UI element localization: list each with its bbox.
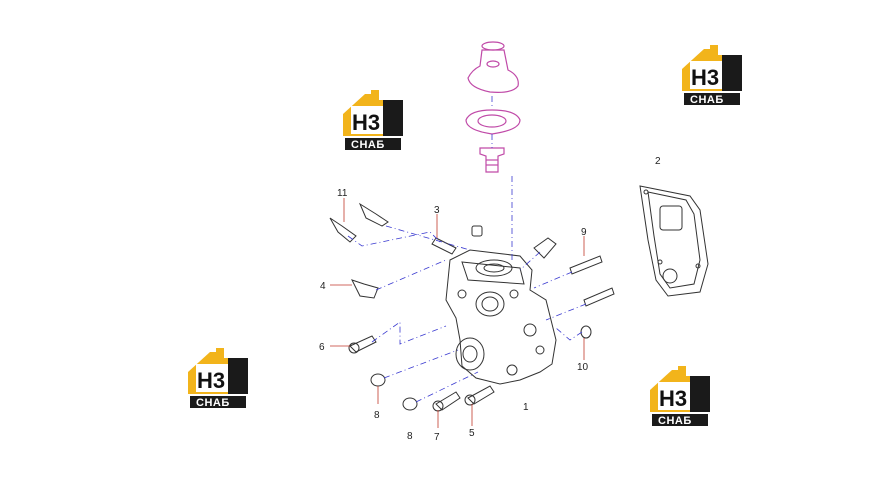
callout-leaders <box>330 198 585 428</box>
callout-5: 5 <box>469 428 475 439</box>
pump-body <box>445 249 557 385</box>
logo-caption: СНАБ <box>690 94 724 106</box>
logo-bottom-right: H3 СНАБ <box>650 366 710 427</box>
callout-11: 11 <box>337 188 348 199</box>
callout-6: 6 <box>319 342 325 353</box>
logo-top-right: H3 СНАБ <box>682 45 742 106</box>
logo-mark: H3 <box>691 65 719 90</box>
logo-bottom-left: H3 СНАБ <box>188 348 248 409</box>
logo-caption: СНАБ <box>658 415 692 427</box>
logo-caption: СНАБ <box>196 397 230 409</box>
logo-mark: H3 <box>352 110 380 135</box>
cover-plate <box>639 185 709 297</box>
callout-3: 3 <box>434 205 440 216</box>
hardware-parts <box>329 202 615 412</box>
thermostat-assembly <box>465 41 521 173</box>
callout-8b: 8 <box>407 431 413 442</box>
logo-top-left: H3 СНАБ <box>343 90 403 151</box>
callout-4: 4 <box>320 281 326 292</box>
callout-9: 9 <box>581 227 587 238</box>
callouts: 1 2 3 4 5 6 7 8 8 9 10 11 <box>319 156 661 443</box>
logo-caption: СНАБ <box>351 139 385 151</box>
callout-2: 2 <box>655 156 661 167</box>
callout-8a: 8 <box>374 410 380 421</box>
callout-1: 1 <box>523 402 529 413</box>
alignment-lines <box>347 96 587 403</box>
callout-7: 7 <box>434 432 440 443</box>
callout-10: 10 <box>577 362 589 373</box>
logo-mark: H3 <box>659 386 687 411</box>
logo-mark: H3 <box>197 368 225 393</box>
